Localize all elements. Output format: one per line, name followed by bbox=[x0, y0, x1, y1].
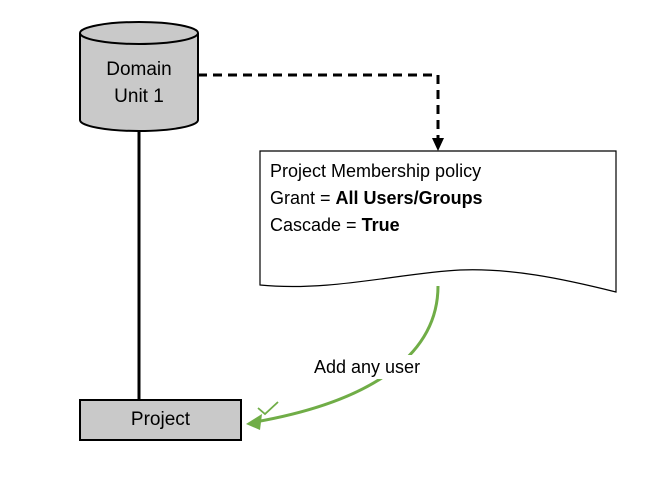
grant-value: All Users/Groups bbox=[335, 188, 483, 208]
policy-grant-line: Grant = All Users/Groups bbox=[270, 185, 483, 212]
cascade-value: True bbox=[361, 215, 400, 235]
policy-cascade-line: Cascade = True bbox=[270, 212, 483, 239]
add-user-label: Add any user bbox=[310, 355, 425, 379]
domain-unit-line1: Domain bbox=[106, 59, 172, 80]
grant-prefix: Grant = bbox=[270, 188, 336, 208]
project-box bbox=[79, 399, 242, 441]
domain-unit-label: Domain Unit 1 bbox=[80, 56, 198, 110]
policy-arrowhead bbox=[432, 138, 444, 151]
checkmark-icon bbox=[257, 401, 279, 416]
policy-title: Project Membership policy bbox=[270, 161, 482, 181]
domain-unit-database bbox=[79, 21, 199, 132]
cascade-prefix: Cascade = bbox=[270, 215, 362, 235]
policy-document bbox=[259, 150, 617, 293]
project-label: Project bbox=[130, 409, 191, 430]
db-to-policy-dashed-connector bbox=[198, 73, 440, 140]
domain-unit-line2: Unit 1 bbox=[114, 86, 164, 107]
add-user-arrow bbox=[254, 285, 440, 424]
policy-text: Project Membership policy Grant = All Us… bbox=[270, 158, 483, 239]
database-top bbox=[79, 21, 199, 45]
database-body bbox=[79, 33, 199, 132]
add-user-arrowhead bbox=[246, 414, 262, 430]
